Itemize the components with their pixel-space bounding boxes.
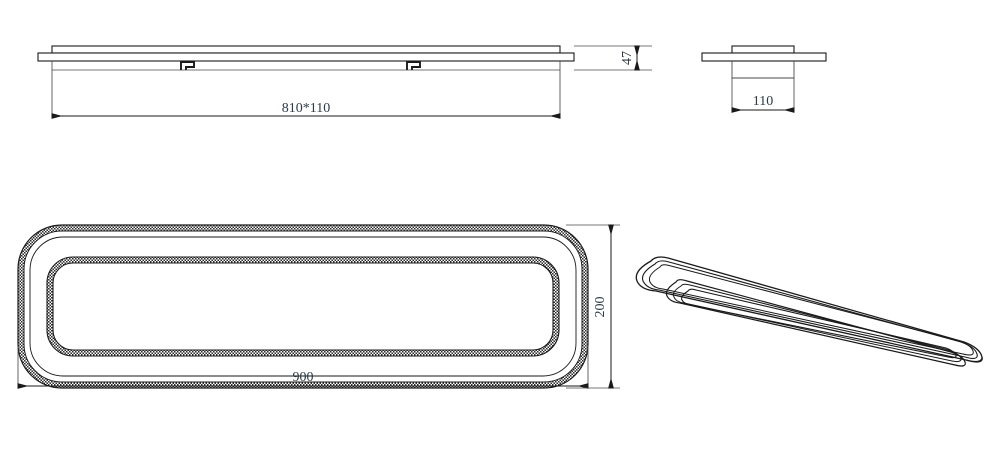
dimension-200: 200 (593, 224, 614, 389)
plan-inner-contour (46, 256, 560, 357)
iso-outer-offset-1 (641, 260, 978, 360)
iso-inner-recess-offset (672, 283, 962, 363)
iso-far-end-edge (965, 356, 983, 363)
iso-outer-top-face (635, 256, 983, 363)
iso-inner-opening (681, 288, 957, 359)
plan-inner-opening (52, 262, 554, 351)
iso-inner-recess (665, 279, 966, 367)
dimension-label-200: 200 (593, 297, 608, 318)
dimension-label-900: 900 (293, 370, 314, 385)
dimension-900: 900 (17, 370, 589, 389)
isometric-pictorial-view (635, 256, 983, 367)
iso-outer-offset-2 (649, 264, 974, 356)
